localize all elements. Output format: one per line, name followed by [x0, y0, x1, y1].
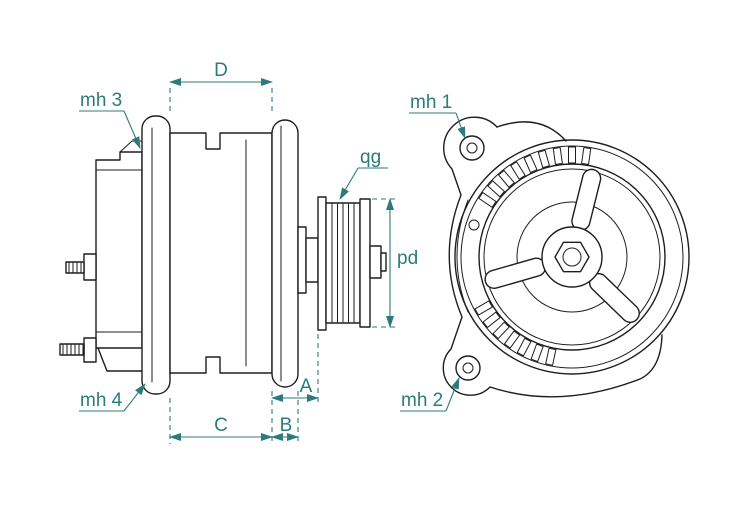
mounting-hole-bottom: [455, 355, 481, 381]
front-view: [442, 116, 690, 398]
side-view: [59, 115, 387, 395]
front-plate: [271, 119, 299, 388]
shaft-nut-side: [369, 245, 382, 279]
label-mh3: mh 3: [80, 90, 122, 111]
label-mh4: mh 4: [80, 390, 123, 411]
casing-rim: [460, 145, 684, 369]
terminal-stud-upper: [65, 261, 85, 274]
casing-outline: [454, 139, 690, 375]
pulley-grooves: [331, 203, 355, 323]
leader-line-mh2: [445, 377, 460, 412]
pulley-flange-right: [359, 198, 371, 328]
shaft-center: [562, 247, 582, 267]
pulley-face: [478, 163, 666, 351]
terminal-block-lower: [83, 337, 97, 363]
hub-and-nut: [541, 226, 603, 288]
dimensions: D C B A pd qg mh 3 mh 4 mh 1: [79, 60, 466, 444]
leader-line-mh4: [123, 383, 146, 412]
label-qg: qg: [360, 147, 381, 168]
label-mh1: mh 1: [410, 92, 452, 113]
vent-slots-upper: [478, 146, 592, 208]
shaft-nut-front: [554, 241, 590, 273]
mounting-bracket-plate: [141, 115, 171, 395]
pulley-flange-left: [317, 196, 327, 331]
terminal-block-upper: [83, 253, 97, 281]
stator-body: [169, 132, 273, 374]
vent-slots-lower: [474, 300, 557, 366]
leader-line-mh3: [123, 110, 141, 149]
bolt-hole: [468, 219, 480, 231]
bracket-top-web: [496, 121, 567, 142]
terminal-stud-lower: [59, 343, 85, 356]
label-mh2: mh 2: [401, 390, 443, 411]
rear-housing: [59, 140, 143, 372]
shaft-spacer: [297, 226, 319, 294]
shaft-tip: [380, 252, 387, 272]
dim-label-c: C: [214, 415, 228, 436]
mounting-hole-top: [459, 135, 485, 161]
leader-line-qg: [339, 167, 359, 200]
dim-label-d: D: [214, 60, 228, 81]
dim-label-b: B: [280, 415, 293, 436]
dim-label-a: A: [300, 376, 313, 397]
pulley-side-view: [317, 196, 387, 331]
dim-label-pd: pd: [397, 248, 418, 269]
pulley-spokes: [484, 168, 640, 323]
bracket-inner-edge: [456, 199, 469, 313]
bracket-outline: [442, 116, 663, 398]
leader-line-mh1: [455, 112, 466, 139]
